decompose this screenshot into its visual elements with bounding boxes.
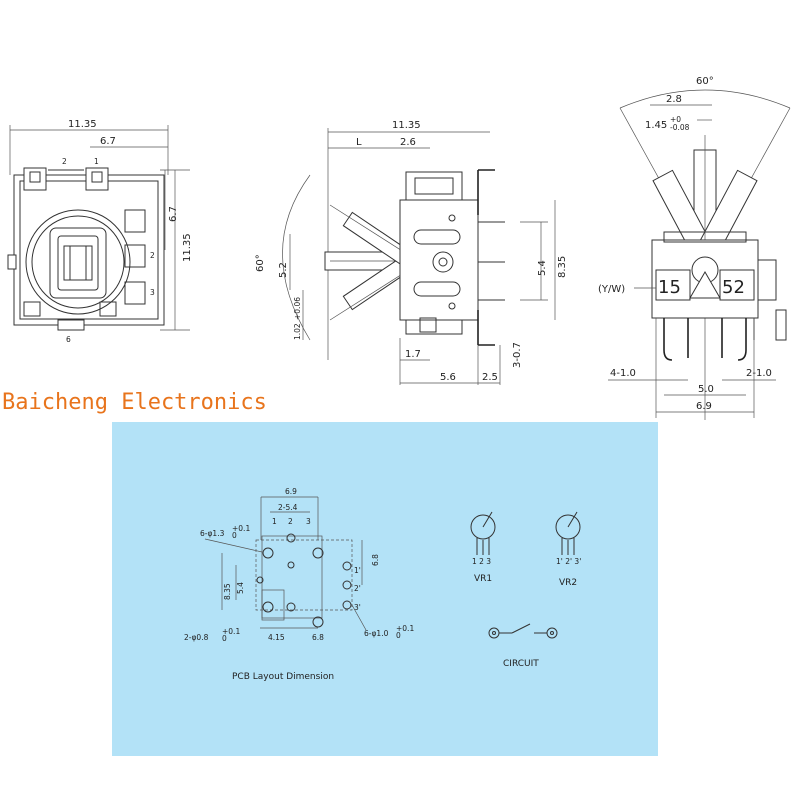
right-view: 60° 2.8 1.45 +0 -0.08 15 52 (Y/W) 4- [598, 76, 791, 420]
circuit-label: CIRCUIT [503, 659, 539, 669]
vr1-symbol: 1 2 3 VR1 [470, 511, 496, 584]
vr2-pins: 1' 2' 3' [556, 557, 581, 566]
pcb-pin-r2: 2' [354, 584, 361, 593]
pcb-pin-r1: 1' [354, 566, 361, 575]
pcb-dim-6-8-h: 6.8 [312, 633, 324, 642]
dim-right-tol-a: +0 [670, 115, 681, 124]
dim-1-45: 1.45 [645, 120, 667, 131]
dim-right-tol-b: -0.08 [670, 123, 690, 132]
pin-label-6: 6 [66, 335, 71, 344]
pcb-dim-6-8-v: 6.8 [371, 554, 380, 566]
dim-3-0-7: 3-0.7 [512, 342, 523, 368]
pcb-pin-r3: 3' [354, 603, 361, 612]
label-52: 52 [722, 277, 745, 298]
pcb-hole-0-8: 2-φ0.8 [184, 633, 209, 642]
pin-label-r2: 2 [150, 251, 155, 260]
dim-2-8: 2.8 [666, 94, 682, 105]
dim-5-6: 5.6 [440, 372, 456, 383]
dim-height: 11.35 [182, 233, 193, 262]
dim-4-1-0: 4-1.0 [610, 368, 636, 379]
pcb-tol-a3: +0.1 [396, 624, 414, 633]
dim-half-width: 6.7 [100, 136, 116, 147]
dim-1-02: 1.02 [293, 323, 302, 340]
vr2-symbol: 1' 2' 3' VR2 [555, 511, 581, 588]
dim-6-9: 6.9 [696, 401, 712, 412]
panel-background [112, 422, 658, 756]
pcb-pin-2: 2 [288, 517, 293, 526]
pcb-hole-1-0: 6-φ1.0 [364, 629, 389, 638]
dim-2-1-0: 2-1.0 [746, 368, 772, 379]
pcb-tol-b2: 0 [222, 634, 227, 643]
pcb-dim-8-35: 8.35 [223, 583, 232, 600]
vr2-label: VR2 [559, 578, 577, 588]
pin-label-3: 1 [94, 157, 99, 166]
dim-L: L [356, 137, 362, 148]
pcb-tol-b: 0 [232, 531, 237, 540]
pcb-layout: 6.9 2-5.4 1 2 3 6-φ1.3 +0.1 0 [184, 487, 414, 682]
pcb-tol-a: +0.1 [232, 524, 250, 533]
pcb-panel: 6.9 2-5.4 1 2 3 6-φ1.3 +0.1 0 [112, 422, 658, 756]
label-15: 15 [658, 277, 681, 298]
dim-2-6: 2.6 [400, 137, 416, 148]
pcb-dim-4-15: 4.15 [268, 633, 285, 642]
dim-8-35: 8.35 [557, 256, 568, 278]
axis-label-yw: (Y/W) [598, 284, 625, 295]
pcb-pin-3: 3 [306, 517, 311, 526]
pcb-tol-b3: 0 [396, 631, 401, 640]
pcb-hole-1-3: 6-φ1.3 [200, 529, 225, 538]
pcb-dim-2-5-4: 2-5.4 [278, 503, 298, 512]
pin-label-2: 2 [62, 157, 67, 166]
front-view: 11.35 6.7 11.35 6.7 2 1 2 3 [7, 119, 193, 344]
dim-2-5: 2.5 [482, 372, 498, 383]
vr1-label: VR1 [474, 574, 492, 584]
dim-side-width: 11.35 [392, 120, 421, 131]
pin-label-r3: 3 [150, 288, 155, 297]
circuit-symbol: CIRCUIT [488, 623, 558, 669]
side-view: 11.35 L 2.6 60° 5.2 1.02 +0.06 [255, 120, 568, 385]
dim-1-7: 1.7 [405, 349, 421, 360]
brand-name: Baicheng Electronics [2, 390, 267, 415]
pcb-tol-a2: +0.1 [222, 627, 240, 636]
pcb-caption: PCB Layout Dimension [232, 672, 334, 682]
vr1-pins: 1 2 3 [472, 557, 491, 566]
pcb-dim-5-4: 5.4 [236, 582, 245, 594]
dim-width: 11.35 [68, 119, 97, 130]
dim-side-angle: 60° [255, 254, 266, 272]
dim-5-4: 5.4 [537, 260, 548, 276]
dim-5-0: 5.0 [698, 384, 714, 395]
pcb-dim-6-9: 6.9 [285, 487, 297, 496]
dim-5-2: 5.2 [278, 262, 289, 278]
pcb-pin-1: 1 [272, 517, 277, 526]
dim-right-angle: 60° [696, 76, 714, 87]
dim-half-height: 6.7 [168, 206, 179, 222]
dim-tol-a: +0.06 [293, 297, 302, 320]
